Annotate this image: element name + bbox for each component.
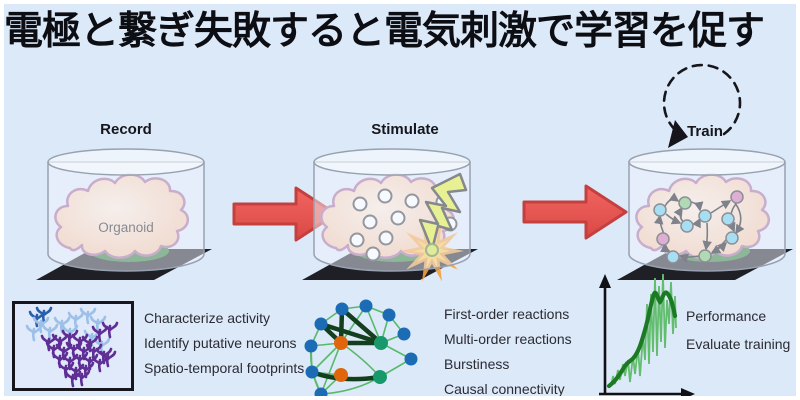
network-nodes [304,299,418,396]
spike-footprints-panel [12,301,134,391]
smoothed-performance-line [606,290,678,389]
stage-label-train: Train [687,123,723,140]
record-dish-illustration: Organoid [36,148,212,280]
caption-item: Identify putative neurons [144,335,297,351]
dish-glass-body [313,161,471,272]
dish-glass-body [628,161,786,272]
caption-item: Burstiness [444,356,510,372]
dashed-cycle-arrow-icon [662,63,742,148]
spike-glyphs-purple [40,321,119,388]
stage-label-record: Record [100,121,152,138]
chart-axes [599,284,683,396]
dish-rim [313,148,471,176]
dish-rim [47,148,205,176]
caption-item: First-order reactions [444,306,570,322]
dish-rim [628,148,786,176]
x-axis-arrowhead [681,388,695,396]
caption-item: Causal connectivity [444,381,565,396]
record-caption-list: Characterize activity Identify putative … [144,306,304,381]
caption-item: Evaluate training [686,336,791,352]
neuron-spike-footprints-icon [25,306,119,388]
causal-network-graph-icon [304,299,418,396]
stimulate-caption-list: First-order reactions Multi-order reacti… [444,302,572,396]
stage-label-stimulate: Stimulate [371,121,439,138]
dish-glass-body [47,161,205,272]
caption-item: Performance [686,308,767,324]
performance-chart-icon [599,273,695,396]
y-axis-arrowhead [599,274,611,288]
headline-title: 電極と繋ぎ失敗すると電気刺激で学習を促す [4,9,765,54]
red-arrow-right-icon [522,184,628,240]
loop-arrowhead [668,120,688,148]
stimulate-dish-illustration [302,148,478,282]
train-caption-list: Performance Evaluate training [686,302,790,358]
train-dish-illustration [617,148,793,280]
figure-canvas: 電極と繋ぎ失敗すると電気刺激で学習を促す Record Stimulate Tr… [4,4,796,396]
caption-item: Multi-order reactions [444,331,572,347]
caption-item: Characterize activity [144,310,271,326]
noisy-performance-line [610,273,677,387]
caption-item: Spatio-temporal footprints [144,360,305,376]
